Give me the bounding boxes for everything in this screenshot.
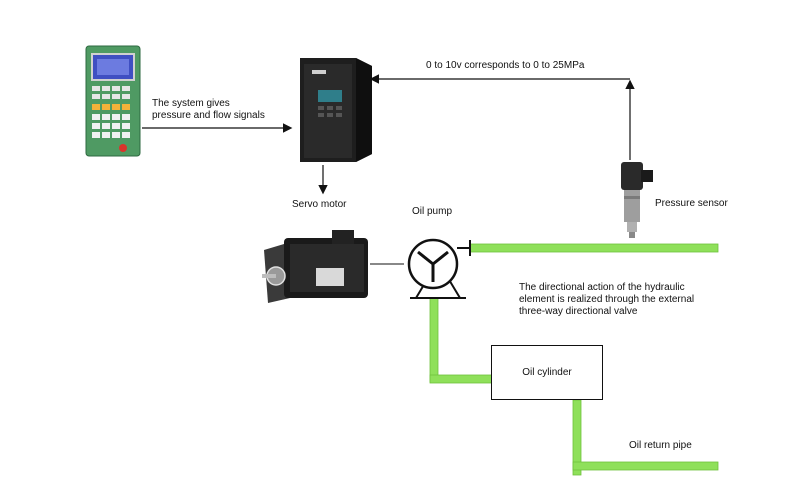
pressure-sensor-icon <box>621 162 653 238</box>
pipe-network <box>429 243 719 476</box>
oil-cylinder-box: Oil cylinder <box>491 345 603 400</box>
oil-pump-label: Oil pump <box>412 206 453 217</box>
pressure-sensor-label: Pressure sensor <box>655 198 728 209</box>
control-panel-icon <box>85 45 141 157</box>
pressure-pipe <box>469 243 719 253</box>
directional-note-line-2: element is realized through the external <box>519 294 695 305</box>
directional-note-line-1: The directional action of the hydraulic <box>519 282 685 293</box>
servo-drive-icon <box>300 58 372 162</box>
system-signal-label: The system gives pressure and flow signa… <box>152 98 265 122</box>
system-signal-line-1: The system gives <box>152 98 230 109</box>
servo-motor-label: Servo motor <box>292 199 347 210</box>
oil-return-pipe-label: Oil return pipe <box>629 440 692 451</box>
directional-note-line-3: three-way directional valve <box>519 306 638 317</box>
pump-down-pipe <box>429 289 439 383</box>
directional-note: The directional action of the hydraulic … <box>519 282 694 318</box>
cylinder-down-pipe <box>572 399 582 476</box>
servo-motor-icon <box>262 230 368 303</box>
return-pipe <box>572 461 719 471</box>
oil-pump-icon <box>407 238 471 299</box>
cylinder-feed-pipe <box>429 374 493 384</box>
voltage-mapping-label: 0 to 10v corresponds to 0 to 25MPa <box>426 60 585 71</box>
system-signal-line-2: pressure and flow signals <box>152 110 265 121</box>
oil-cylinder-label: Oil cylinder <box>522 367 572 378</box>
signal-lines <box>142 74 635 265</box>
